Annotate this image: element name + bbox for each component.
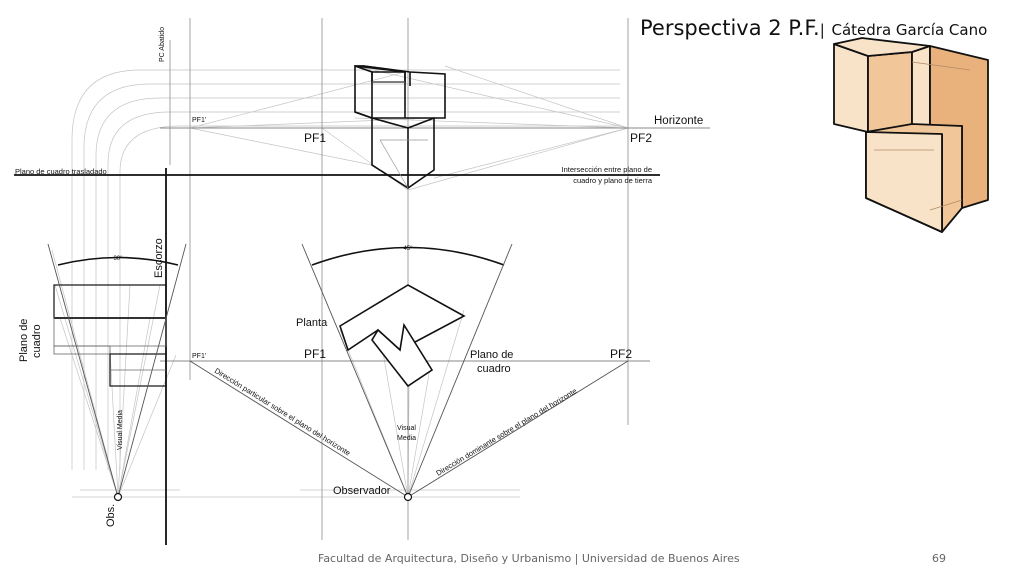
title-main: Perspectiva 2 P.F. [640, 16, 820, 40]
label-plano-trasladado: Plano de cuadro trasladado [15, 167, 107, 176]
label-escorzo: Escorzo [153, 238, 165, 278]
floor-plan [339, 284, 466, 388]
label-pf1-prime-bottom: PF1' [192, 353, 206, 360]
right-observer-rays [189, 243, 629, 498]
label-pf1-prime-top: PF1' [192, 117, 206, 124]
shaded-solid-hidden-edges [874, 61, 971, 211]
label-angle-45: 45° [403, 246, 413, 252]
label-observador: Observador [333, 485, 391, 497]
label-pf2-top: PF2 [630, 131, 652, 145]
label-obs: Obs. [105, 504, 117, 527]
perspective-solid-wireframe [354, 64, 446, 189]
label-direccion-dominante: Dirección dominante sobre el plano del h… [434, 386, 578, 477]
label-planta: Planta [296, 317, 328, 329]
angle-arc-30 [57, 256, 179, 266]
label-visual-media-right-2: Media [397, 435, 416, 442]
title-separator: | [819, 21, 825, 39]
left-elevation [53, 284, 167, 387]
label-visual-media-left: Visual Media [117, 410, 124, 450]
footer-credit: Facultad de Arquitectura, Diseño y Urban… [318, 552, 740, 565]
slide-title: Perspectiva 2 P.F.| Cátedra García Cano [640, 16, 987, 40]
left-observer-rays [47, 243, 187, 498]
label-pc-abatido: PC Abatido [159, 27, 166, 62]
label-horizonte: Horizonte [654, 115, 703, 127]
label-angle-30: 30° [113, 256, 123, 262]
observer-point-left [113, 492, 123, 502]
page-number: 69 [932, 552, 946, 565]
perspective-solid-hidden-edges [372, 81, 428, 189]
label-plano-cuadro-left-1: Plano de [18, 319, 30, 362]
label-direccion-particular: Dirección particular sobre el plano del … [213, 366, 352, 458]
observer-point-right [403, 492, 413, 502]
label-interseccion-2: cuadro y plano de tierra [573, 176, 653, 185]
label-pf1-bottom: PF1 [304, 347, 326, 361]
label-plano-cuadro-right-1: Plano de [470, 349, 513, 361]
label-pf2-bottom: PF2 [610, 347, 632, 361]
angle-arc-45 [311, 246, 505, 266]
shaded-solid-illustration [833, 37, 989, 233]
label-plano-cuadro-right-2: cuadro [477, 363, 511, 375]
title-subtitle: Cátedra García Cano [831, 21, 988, 39]
label-interseccion-1: Intersección entre plano de [562, 165, 652, 174]
label-plano-cuadro-left-2: cuadro [31, 324, 43, 358]
vertical-guides [169, 18, 629, 540]
label-pf1-top: PF1 [304, 131, 326, 145]
construction-lines [51, 65, 629, 498]
label-visual-media-right-1: Visual [397, 425, 416, 432]
